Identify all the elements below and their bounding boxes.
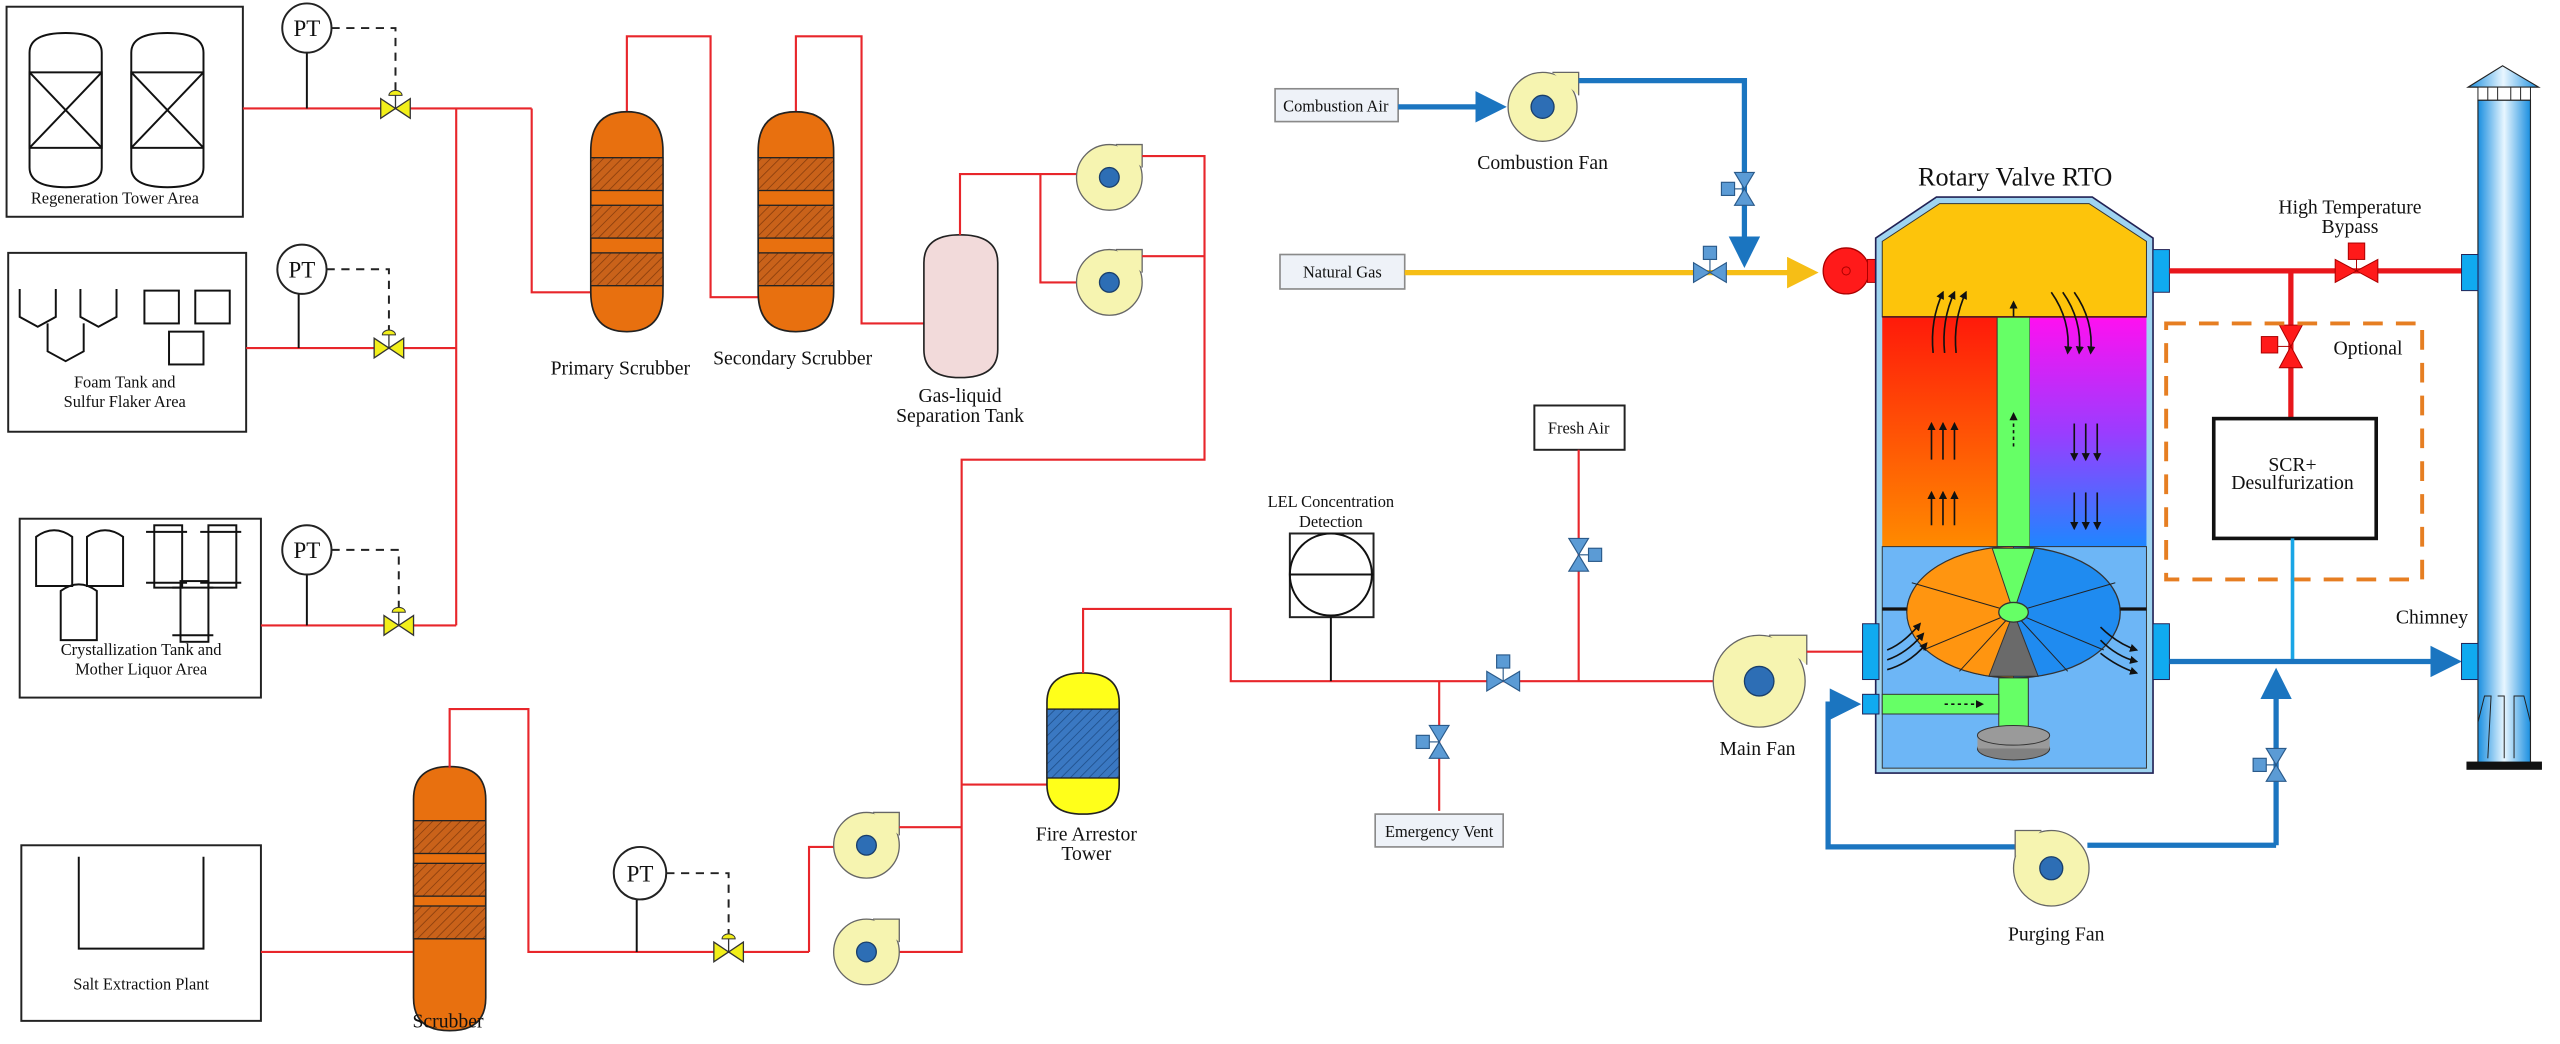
heating-bed <box>1882 316 1998 547</box>
pt-label: PT <box>627 861 654 886</box>
combustion-air-box <box>1274 87 1399 123</box>
chimney <box>2461 65 2542 770</box>
crystallization-area: Crystallization Tank and Mother Liquor A… <box>18 517 262 699</box>
pt-label: PT <box>293 16 320 41</box>
bypass-label-2: Bypass <box>2322 216 2379 238</box>
bypass-label-1: High Temperature <box>2278 196 2421 218</box>
secondary-scrubber: Secondary Scrubber <box>713 110 873 369</box>
fire-arrestor-tower: Fire Arrestor Tower <box>1036 672 1138 865</box>
fire-arrestor-label-2: Tower <box>1061 843 1111 865</box>
purging-fan <box>2012 829 2090 907</box>
regeneration-area-label: Regeneration Tower Area <box>31 189 200 208</box>
separation-tank-label-1: Gas-liquid <box>918 385 1001 407</box>
emergency-vent-label: Emergency Vent <box>1385 822 1494 841</box>
booster-fan <box>1075 248 1143 316</box>
pt-group-2: PT <box>246 243 457 359</box>
primary-scrubber-label: Primary Scrubber <box>551 357 691 379</box>
scr-valve[interactable] <box>2260 324 2304 369</box>
crystallization-label-2: Mother Liquor Area <box>75 660 208 679</box>
fresh-air-box <box>1533 404 1626 451</box>
regeneration-tower-area: Regeneration Tower Area <box>5 5 244 218</box>
emergency-vent-valve[interactable] <box>1415 724 1450 759</box>
chimney-label: Chimney <box>2396 607 2468 629</box>
control-valve[interactable] <box>713 933 745 963</box>
rotary-valve-rto <box>1862 196 2170 774</box>
combustion-air-valve[interactable] <box>1720 171 1755 206</box>
scr-desulfurization-unit <box>2211 416 2379 541</box>
gas-liquid-separation-tank: Gas-liquid Separation Tank <box>896 233 1024 427</box>
natural-gas-label: Natural Gas <box>1303 262 1382 281</box>
bypass-valve[interactable] <box>2334 242 2379 284</box>
primary-scrubber: Primary Scrubber <box>551 110 691 379</box>
outlet-nozzle <box>2152 623 2170 681</box>
foam-area-label-1: Foam Tank and <box>74 372 176 391</box>
lel-label-1: LEL Concentration <box>1268 492 1395 511</box>
booster-fan <box>832 811 900 879</box>
flow-arrows <box>1886 290 2139 709</box>
purge-valve[interactable] <box>2252 747 2287 782</box>
tower-icon <box>28 31 103 189</box>
scr-label-2: Desulfurization <box>2231 472 2354 494</box>
scrubber: Scrubber <box>412 765 487 1032</box>
natural-gas-box <box>1279 253 1406 290</box>
fresh-air-valve[interactable] <box>1568 537 1603 572</box>
pt-label: PT <box>289 257 316 282</box>
combustion-air-label: Combustion Air <box>1283 97 1389 116</box>
combustion-fan-label: Combustion Fan <box>1477 152 1608 174</box>
scr-label-1: SCR+ <box>2268 454 2316 476</box>
emergency-vent-box <box>1374 813 1504 848</box>
pt-group-3: PT <box>260 524 457 636</box>
scrubber-label: Scrubber <box>412 1010 484 1032</box>
cooling-bed <box>2029 316 2147 547</box>
control-valve[interactable] <box>380 89 411 119</box>
fresh-air-label: Fresh Air <box>1548 418 1610 437</box>
pt-group-1: PT <box>242 2 532 119</box>
optional-label: Optional <box>2334 338 2403 360</box>
foam-tank-area: Foam Tank and Sulfur Flaker Area <box>7 251 248 433</box>
combustion-chamber <box>1881 203 2147 318</box>
bypass-nozzle <box>2152 249 2170 293</box>
main-fan-shape <box>1712 634 1808 728</box>
rto-title: Rotary Valve RTO <box>1918 163 2112 192</box>
tank-icon <box>35 524 242 643</box>
separation-tank-label-2: Separation Tank <box>896 405 1024 427</box>
secondary-scrubber-label: Secondary Scrubber <box>713 347 873 369</box>
foam-area-label-2: Sulfur Flaker Area <box>64 392 187 411</box>
booster-fan <box>832 918 900 986</box>
combustion-fan <box>1507 71 1580 142</box>
purging-fan-label: Purging Fan <box>2008 923 2105 945</box>
fire-arrestor-label-1: Fire Arrestor <box>1036 823 1138 845</box>
control-valve[interactable] <box>383 606 415 636</box>
booster-fan <box>1075 143 1143 211</box>
control-valve[interactable] <box>373 329 405 359</box>
main-fan-label: Main Fan <box>1720 738 1796 760</box>
tower-icon <box>130 31 205 189</box>
salt-plant-label: Salt Extraction Plant <box>73 975 209 994</box>
inlet-nozzle <box>1862 623 1880 681</box>
isolation-valve[interactable] <box>1486 654 1521 692</box>
purge-nozzle <box>1862 693 1880 715</box>
natural-gas-valve[interactable] <box>1692 245 1727 283</box>
lel-label-2: Detection <box>1299 512 1363 531</box>
crystallization-label-1: Crystallization Tank and <box>61 640 222 659</box>
tank-icon <box>18 288 231 366</box>
pt-label: PT <box>293 538 320 563</box>
lel-detector: LEL Concentration Detection <box>1268 492 1395 682</box>
salt-extraction-plant: Salt Extraction Plant <box>20 844 262 1022</box>
